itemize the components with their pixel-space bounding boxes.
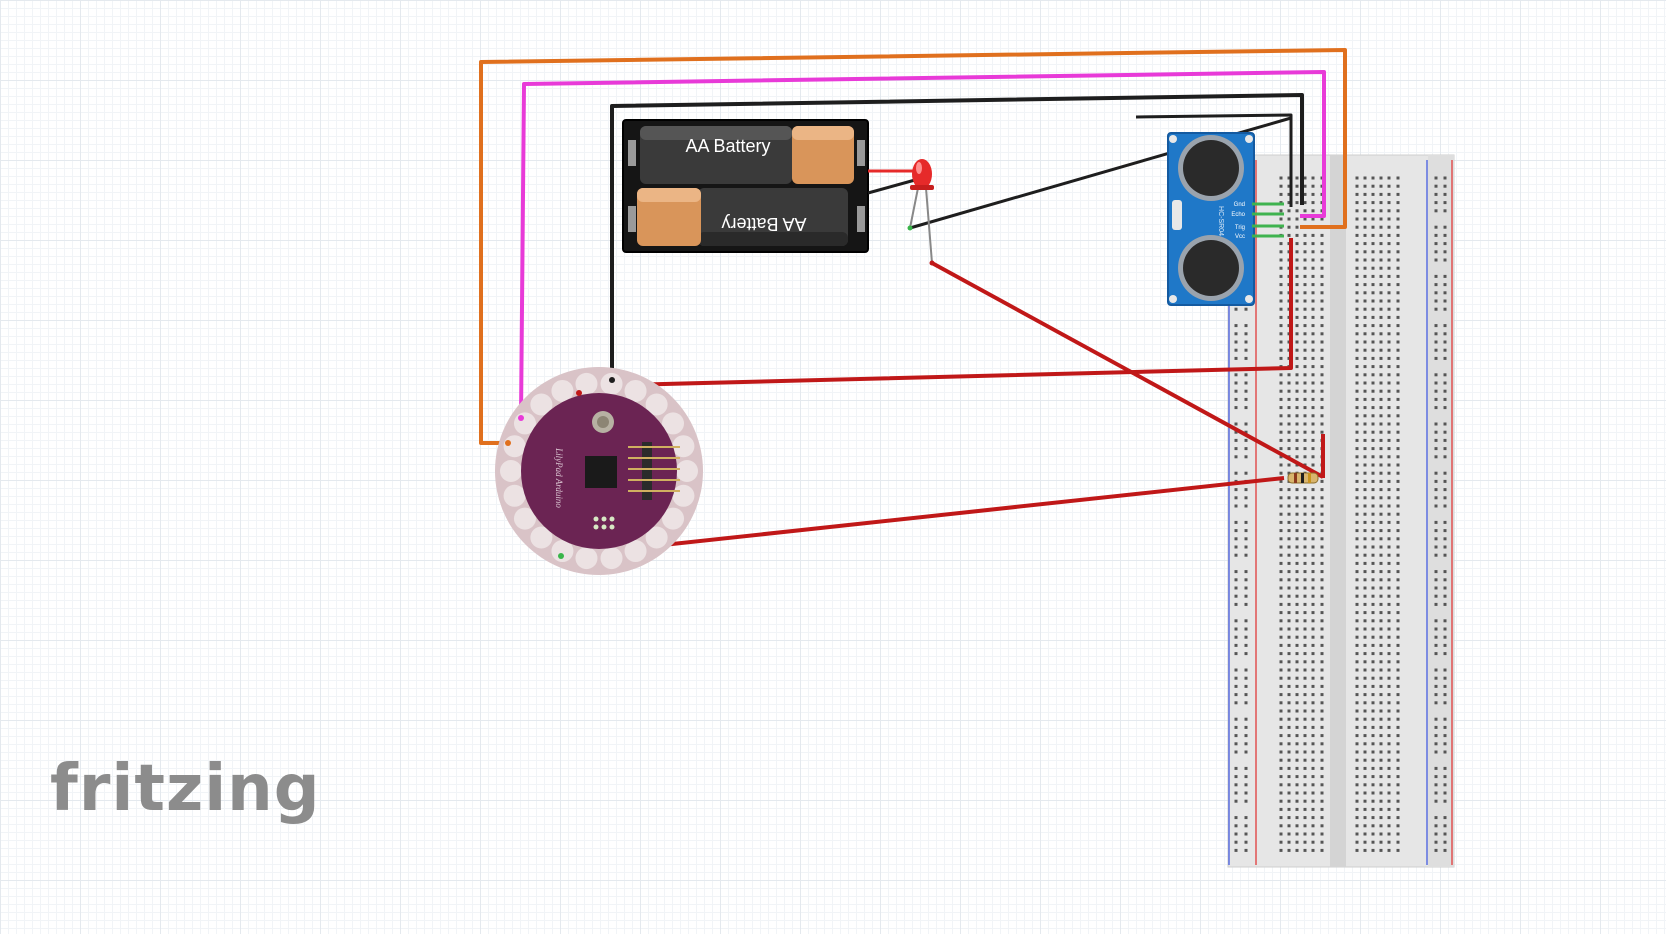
lilypad-label: LilyPad Arduino bbox=[554, 447, 564, 508]
wire-black-battery-led[interactable] bbox=[867, 178, 916, 195]
battery-label-bottom: AA Battery bbox=[721, 214, 806, 234]
lilypad-board[interactable]: LilyPad Arduino bbox=[495, 367, 703, 575]
sensor-pin-trig: Trig bbox=[1235, 225, 1245, 231]
breadboard-holes bbox=[1234, 176, 1447, 852]
sensor-pin-vcc: Vcc bbox=[1235, 234, 1245, 240]
wires bbox=[479, 48, 1347, 558]
wire-red-led-resistor[interactable] bbox=[931, 261, 1324, 479]
breadboard[interactable] bbox=[1227, 154, 1455, 868]
battery-pack[interactable]: AA Battery AA Battery bbox=[622, 119, 869, 253]
battery-label-top: AA Battery bbox=[685, 136, 770, 156]
wire-orange[interactable] bbox=[479, 48, 1347, 445]
sensor-label: HC-SR04 bbox=[1217, 206, 1224, 236]
ultrasonic-sensor[interactable]: HC-SR04 Vcc Trig Echo Gnd bbox=[1167, 132, 1284, 306]
wire-red-resistor-lilypad[interactable] bbox=[560, 476, 1285, 558]
wire-black-battery[interactable] bbox=[1135, 113, 1293, 207]
wire-black-lilypad-gnd[interactable] bbox=[610, 93, 1304, 380]
sensor-pin-echo: Echo bbox=[1231, 212, 1245, 218]
resistor[interactable] bbox=[1287, 472, 1319, 484]
battery-cell-bottom: AA Battery bbox=[637, 188, 848, 246]
led-red[interactable] bbox=[907, 159, 935, 266]
sensor-pin-gnd: Gnd bbox=[1234, 202, 1245, 208]
battery-cell-top: AA Battery bbox=[640, 126, 854, 184]
fritzing-logo: fritzing bbox=[50, 752, 321, 826]
wire-magenta[interactable] bbox=[519, 70, 1326, 419]
